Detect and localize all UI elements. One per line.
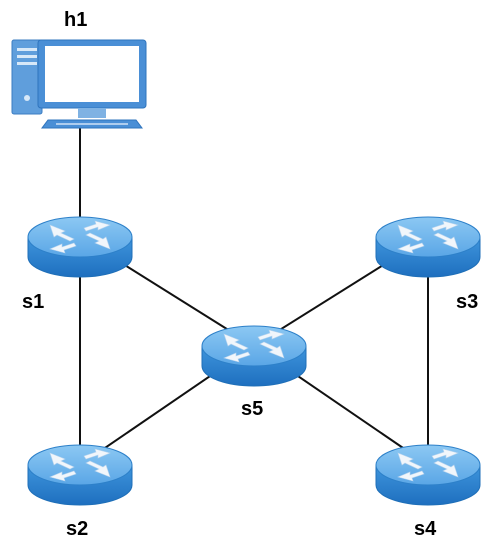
switch-s5-icon (201, 325, 307, 387)
switch-s2-label: s2 (66, 518, 89, 540)
switch-s5-label: s5 (241, 398, 264, 420)
switch-s3-icon (375, 216, 481, 278)
host-h1-label: h1 (64, 9, 88, 31)
switch-s3-label: s3 (456, 291, 479, 313)
nodes-layer (11, 39, 481, 506)
switch-s1-icon (27, 216, 133, 278)
host-h1-icon (11, 39, 147, 129)
switch-s2-icon (27, 444, 133, 506)
switch-s4-icon (375, 444, 481, 506)
switch-s4-label: s4 (414, 518, 437, 540)
switch-s1-label: s1 (22, 291, 45, 313)
